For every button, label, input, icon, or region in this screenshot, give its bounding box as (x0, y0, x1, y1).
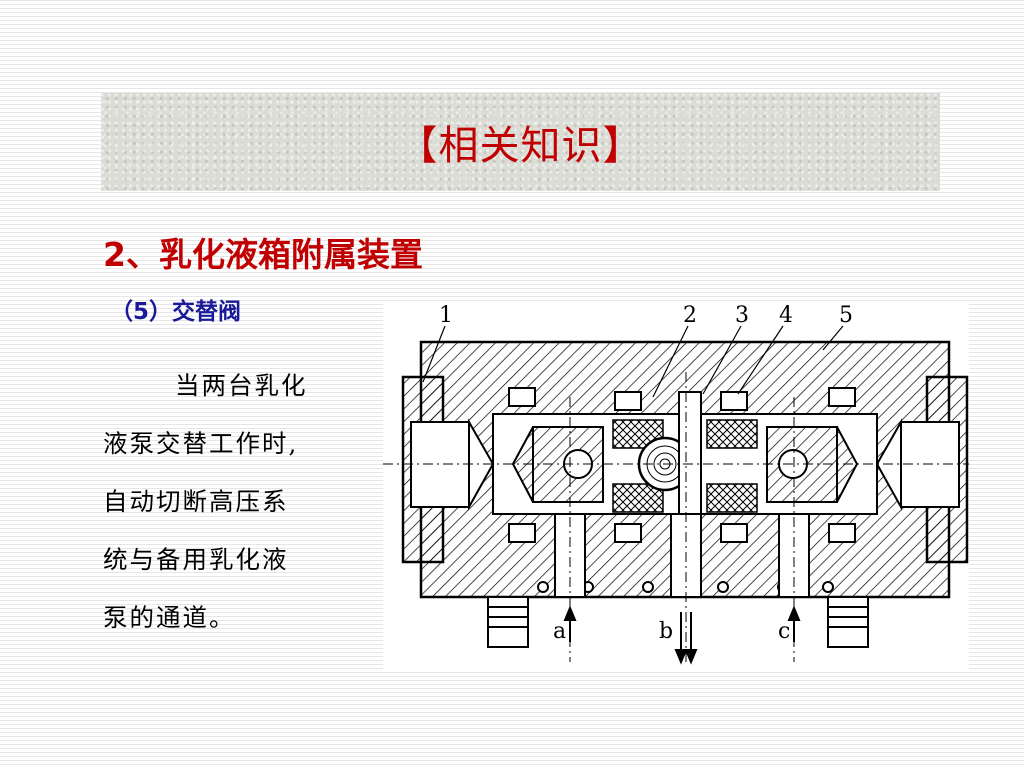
body-line: 液泵交替工作时, (103, 429, 299, 458)
port-label-b: b (659, 619, 673, 644)
body-line: 统与备用乳化液 (103, 545, 289, 574)
mounting-studs (487, 596, 869, 648)
leader-lines (422, 325, 844, 398)
part-label-5: 5 (839, 303, 853, 328)
body-line: 当两台乳化 (175, 371, 308, 400)
sub-heading: （5）交替阀 (110, 299, 242, 325)
port-label-a: a (553, 619, 566, 644)
slide-title: 【相关知识】 (397, 123, 644, 169)
flow-arrows (563, 605, 801, 665)
port-label-c: c (778, 619, 790, 644)
o-rings (508, 387, 856, 593)
title-banner: 【相关知识】 (101, 93, 940, 191)
part-label-4: 4 (779, 303, 793, 328)
body-line: 泵的通道。 (103, 603, 236, 632)
body-paragraph: 当两台乳化 液泵交替工作时, 自动切断高压系 统与备用乳化液 泵的通道。 (103, 357, 373, 647)
part-label-2: 2 (683, 303, 697, 328)
valve-cross-section: 1 2 3 4 5 a b c (383, 303, 969, 665)
shuttle-valve-diagram: 1 2 3 4 5 a b c (383, 302, 969, 672)
part-label-1: 1 (439, 303, 453, 328)
part-label-3: 3 (735, 303, 749, 328)
body-line: 自动切断高压系 (103, 487, 289, 516)
section-heading: 2、乳化液箱附属装置 (103, 235, 423, 274)
